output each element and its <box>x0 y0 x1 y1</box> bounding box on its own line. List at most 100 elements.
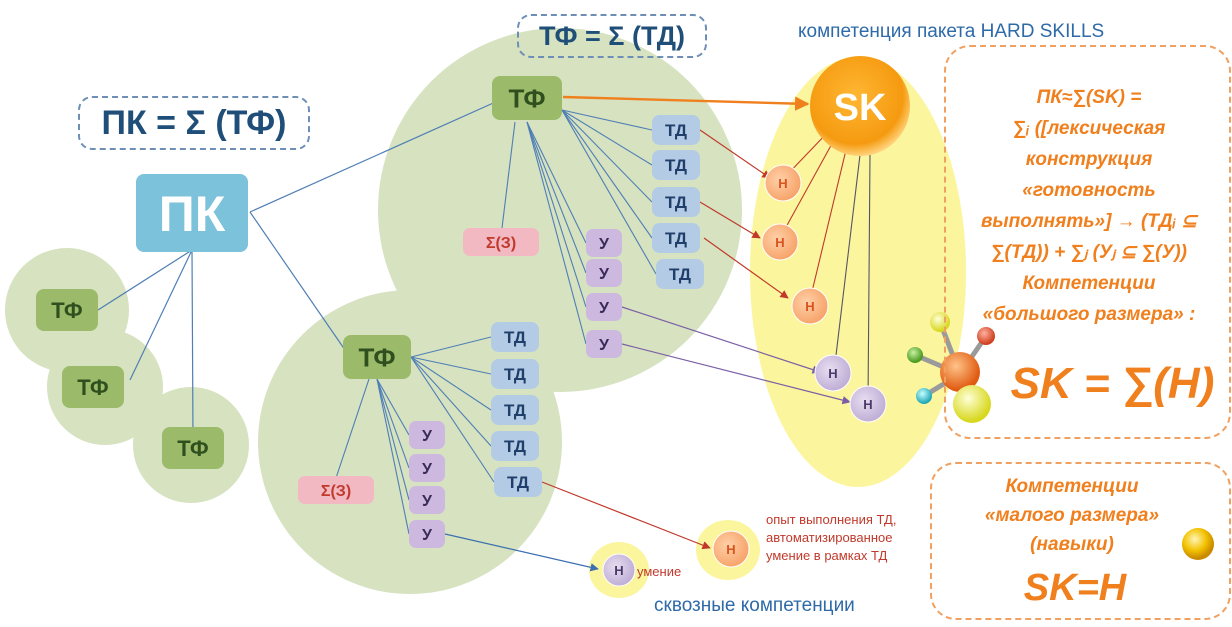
td-node-lower-2-box <box>491 359 539 389</box>
td-node-upper-3-box <box>652 187 700 217</box>
u-node-lower-4-label: У <box>422 527 433 544</box>
connector-line <box>410 356 495 483</box>
formula-line-3: конструкция <box>1025 149 1153 170</box>
formula-line-1: ПК≈∑(SK) = <box>1036 87 1142 108</box>
sum-z-upper-box <box>463 228 539 256</box>
n-node-2-label: Н <box>775 235 784 250</box>
cross-competences-label: сквозные компетенции <box>654 595 855 616</box>
td-node-lower-5-label: ТД <box>507 473 529 492</box>
n-node-3: Н <box>791 287 829 325</box>
tf-node-left-3-box <box>162 427 224 469</box>
u-node-upper-1-label: У <box>599 236 610 253</box>
connector-line <box>410 356 492 411</box>
u-node-lower-2: У <box>409 454 445 482</box>
big-competence-formula-text: ПК≈∑(SK) = ∑ᵢ ([лексическая конструкция … <box>960 82 1218 330</box>
td-node-upper-5: ТД <box>656 259 704 289</box>
sum-z-lower-box <box>298 476 374 504</box>
u-node-upper-2-label: У <box>599 266 610 283</box>
sum-z-upper-label: Σ(З) <box>486 235 516 252</box>
u-node-lower-2-box <box>409 454 445 482</box>
td-node-lower-4-label: ТД <box>504 437 526 456</box>
u-node-lower-3-label: У <box>422 493 433 510</box>
connector-line <box>833 154 861 373</box>
u-node-upper-3-box <box>586 293 622 321</box>
tf-node-left-2: ТФ <box>62 366 124 408</box>
td-node-upper-1-box <box>652 115 700 145</box>
sum-z-upper: Σ(З) <box>463 228 539 256</box>
connector-line <box>541 481 711 550</box>
sum-z-lower-label: Σ(З) <box>321 483 351 500</box>
connector-line <box>97 249 193 311</box>
formula-pk: ПК = Σ (ТФ) <box>78 96 310 150</box>
hard-skills-oval <box>750 57 966 487</box>
n-node-skill-circle <box>602 553 636 587</box>
tf-node-upper: ТФ <box>492 76 562 120</box>
connector-line <box>703 237 789 299</box>
tf-node-upper-box <box>492 76 562 120</box>
td-node-upper-5-box <box>656 259 704 289</box>
u-node-lower-3-box <box>409 486 445 514</box>
connector-line <box>809 149 847 301</box>
connector-line <box>335 378 370 479</box>
n-node-4: Н <box>814 354 852 392</box>
td-node-upper-1: ТД <box>652 115 700 145</box>
n-node-1: Н <box>764 164 802 202</box>
big-competence-box <box>944 45 1231 439</box>
small-competence-box <box>930 462 1231 620</box>
n-node-5-circle <box>849 385 887 423</box>
td-node-lower-1: ТД <box>491 322 539 352</box>
formula-line-6: ∑(ТД)) + ∑ⱼ (Уⱼ ⊆ ∑(У)) <box>990 242 1188 263</box>
u-node-lower-4-box <box>409 520 445 548</box>
td-node-lower-1-box <box>491 322 539 352</box>
tf-node-left-3-label: ТФ <box>177 436 209 461</box>
u-node-lower-1: У <box>409 421 445 449</box>
skill-annotation: умение <box>637 564 682 579</box>
u-node-upper-2: У <box>586 259 622 287</box>
td-node-upper-1-label: ТД <box>665 121 687 140</box>
td-node-lower-2: ТД <box>491 359 539 389</box>
node-layer: ПКТФТФТФТФТФТДТДТДТДТДТДТДТДТДТДУУУУУУУУ… <box>36 76 887 587</box>
formula-line-2: ∑ᵢ ([лексическая <box>1012 118 1166 139</box>
n-node-1-circle <box>764 164 802 202</box>
connector-line <box>561 109 657 275</box>
connector-line <box>376 378 410 436</box>
n-node-2: Н <box>761 223 799 261</box>
experience-line-1: опыт выполнения ТД, <box>766 512 897 527</box>
tf-group-circle-upper <box>378 28 742 392</box>
n-node-1-label: Н <box>778 176 787 191</box>
td-node-lower-4-box <box>491 431 539 461</box>
u-node-upper-1-box <box>586 229 622 257</box>
small-title-line-2: «малого размера» <box>984 505 1160 526</box>
connector-line <box>410 356 492 447</box>
big-competence-sk-formula: SK = ∑(Н) <box>1010 359 1215 408</box>
tf-node-lower-box <box>343 335 411 379</box>
formula-line-5: выполнять»] → (ТДᵢ ⊆ <box>980 211 1198 232</box>
n-node-3-label: Н <box>805 299 814 314</box>
connector-line <box>191 249 194 441</box>
n-node-experience-circle <box>712 530 750 568</box>
u-node-upper-2-box <box>586 259 622 287</box>
u-node-lower-1-box <box>409 421 445 449</box>
n-node-skill-label: Н <box>614 563 623 578</box>
u-node-lower-3: У <box>409 486 445 514</box>
tf-node-left-1: ТФ <box>36 289 98 331</box>
connector-line <box>779 139 835 239</box>
small-title-line-1: Компетенции <box>1005 476 1139 497</box>
connector-line <box>249 99 501 213</box>
td-node-lower-3-box <box>491 395 539 425</box>
n-node-experience-label: Н <box>726 542 735 557</box>
u-node-lower-1-label: У <box>422 428 433 445</box>
n-node-5: Н <box>849 385 887 423</box>
u-node-upper-4-box <box>586 330 622 358</box>
sk-sun <box>810 56 910 156</box>
connector-line <box>444 533 599 572</box>
tf-node-upper-label: ТФ <box>508 83 545 113</box>
tf-node-left-1-box <box>36 289 98 331</box>
connector-line <box>526 121 587 345</box>
tf-node-lower: ТФ <box>343 335 411 379</box>
small-title-line-3: (навыки) <box>1030 534 1114 555</box>
connector-line <box>526 121 587 244</box>
connector-line <box>699 129 771 179</box>
td-node-upper-4-label: ТД <box>665 229 687 248</box>
